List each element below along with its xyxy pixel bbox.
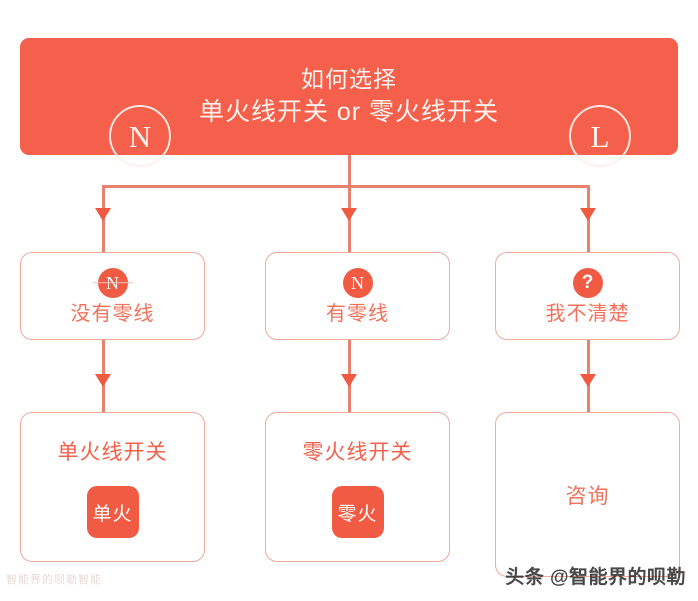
decision-node-unsure[interactable]: ? 我不清楚 [495,252,680,340]
arrow-head-right-1 [580,208,596,221]
decision-node-no-neutral[interactable]: N 没有零线 [20,252,205,340]
arrow-head-center-1 [341,208,357,221]
arrow-head-right-2 [580,374,596,387]
circle-n-icon: N [342,267,373,298]
result-node-consult-label: 咨询 [565,484,610,508]
result-node-live-wire-switch[interactable]: 单火线开关 单火 [20,412,205,562]
circle-n-icon: N [109,105,171,167]
connector-trunk-vertical [347,155,351,187]
decision-node-label: 没有零线 [70,302,155,325]
result-badge-neutral: 零火 [331,486,384,538]
circle-question-letter: ? [581,272,594,293]
watermark-bottom-left: 智能界的呗勒智能 [6,574,102,586]
result-badge-label: 零火 [337,503,378,525]
arrow-head-left-2 [95,374,111,387]
result-badge-label: 单火 [92,503,133,525]
decision-node-label: 我不清楚 [545,302,630,325]
header-title-line1: 如何选择 [301,65,397,92]
result-badge-live: 单火 [86,486,139,538]
circle-l-letter: L [590,118,610,154]
watermark-bottom-right: 头条 @智能界的呗勒 [505,567,686,588]
circle-n-letter: N [351,272,364,293]
circle-n-letter: N [128,118,152,154]
circle-n-struck-icon: N [97,267,128,298]
circle-question-icon: ? [572,267,603,298]
result-node-title: 零火线开关 [302,441,413,464]
result-node-title: 单火线开关 [57,441,168,464]
header-banner: N L 如何选择 单火线开关 or 零火线开关 [20,38,678,167]
result-node-neutral-live-switch[interactable]: 零火线开关 零火 [265,412,450,562]
connector-distributor-bar [103,185,589,188]
arrow-head-left-1 [95,208,111,221]
header-title-block: 如何选择 单火线开关 or 零火线开关 [20,38,678,155]
result-node-consult[interactable]: 咨询 [495,412,680,577]
arrow-head-center-2 [341,374,357,387]
header-title-line2: 单火线开关 or 零火线开关 [198,98,500,127]
circle-l-icon: L [569,105,631,167]
circle-n-struck-letter: N [106,272,119,293]
decision-node-label: 有零线 [326,302,389,325]
decision-node-has-neutral[interactable]: N 有零线 [265,252,450,340]
